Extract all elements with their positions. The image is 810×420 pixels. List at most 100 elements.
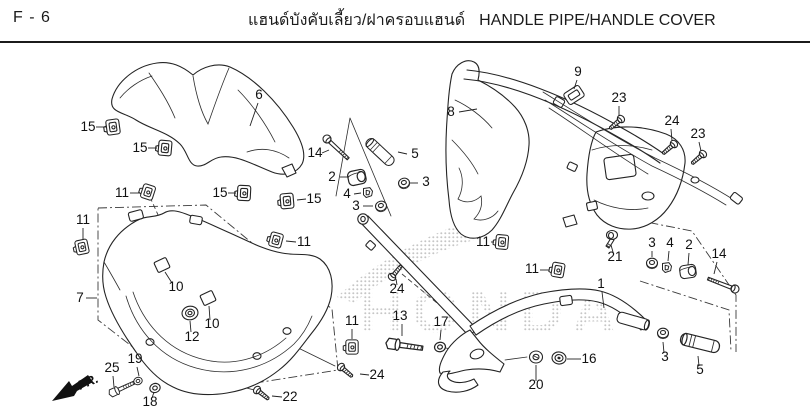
clip-part11-c [265, 230, 285, 250]
part-label-11: 11 [115, 185, 129, 200]
part-label-11: 11 [297, 234, 311, 249]
part-label-5: 5 [411, 146, 419, 161]
clip-part11-f [342, 339, 359, 355]
leader-line-part-14 [321, 149, 330, 154]
square-hole-part10-a [153, 257, 171, 273]
fr-arrow-icon [52, 375, 93, 401]
leader-line-part-24 [359, 373, 370, 376]
clip-part15-b [154, 139, 173, 157]
page-title-english: HANDLE PIPE/HANDLE COVER [479, 12, 716, 29]
part-label-24: 24 [664, 113, 680, 128]
part-label-3: 3 [422, 174, 430, 189]
part-label-19: 19 [127, 351, 142, 366]
group-box-right-lower [639, 280, 732, 352]
leader-line-part-3 [662, 341, 665, 354]
screw-part22 [251, 384, 272, 403]
part-label-11: 11 [476, 234, 490, 249]
collar-part3-c [645, 257, 659, 270]
header-divider [0, 41, 810, 43]
part-label-12: 12 [184, 329, 199, 344]
page-title-thai: แฮนด์บังคับเลี้ยว/ฝาครอบแฮนด์ [248, 12, 466, 29]
leader-line-part-9 [573, 79, 578, 90]
screw-part24-c [335, 361, 356, 381]
damper-part2-a [346, 168, 368, 187]
part-label-4: 4 [343, 186, 351, 201]
cable-harness [542, 91, 743, 206]
clip-part11-b [71, 238, 91, 257]
cap-nut-part16 [551, 351, 567, 365]
part-label-15: 15 [212, 185, 227, 200]
part-label-11: 11 [345, 313, 359, 328]
leader-line-part-6 [249, 102, 259, 127]
leader-line-part-4 [353, 192, 362, 195]
square-hole-part10-b [199, 290, 217, 306]
part-label-10: 10 [168, 279, 183, 294]
part-label-4: 4 [666, 235, 674, 250]
part-label-25: 25 [104, 360, 119, 375]
clip-part15-d [276, 192, 295, 210]
part-label-7: 7 [76, 290, 84, 305]
rear-handle-cover-part8 [445, 60, 686, 239]
part-label-3: 3 [661, 349, 669, 364]
part-label-23: 23 [690, 126, 705, 141]
part-label-8: 8 [447, 104, 455, 119]
part-label-14: 14 [307, 145, 323, 160]
leader-line-part-14 [713, 261, 718, 275]
fr-direction-indicator: FR. [52, 371, 100, 401]
part-label-22: 22 [282, 389, 297, 404]
part-label-23: 23 [611, 90, 626, 105]
part-label-15: 15 [306, 191, 321, 206]
part-label-5: 5 [696, 362, 704, 377]
clip-part15-c [233, 184, 252, 202]
part-label-16: 16 [581, 351, 596, 366]
fr-label: FR. [75, 371, 100, 393]
part-label-14: 14 [711, 246, 727, 261]
clip-part11-a [136, 182, 157, 202]
group-bracket-lines [335, 117, 392, 217]
clamp-part4-b [662, 262, 672, 273]
collar-part3-d [656, 327, 670, 340]
screw-24-dash-leader [401, 273, 467, 328]
lower-handle-cover-part7 [102, 209, 333, 396]
clip-part11-d [492, 233, 510, 251]
grommet-part12 [181, 305, 199, 321]
leader-line-part-12 [189, 320, 192, 333]
bolt-part25 [106, 378, 137, 399]
collar-part3-a [373, 199, 389, 214]
leader-line-part-24 [395, 278, 398, 286]
group-box-handle-cover [97, 204, 339, 394]
damper-part2-b [678, 263, 698, 280]
part-label-17: 17 [433, 314, 448, 329]
group-box-right-upper [615, 215, 737, 352]
screw-part23-b [688, 148, 709, 168]
part-label-15: 15 [80, 119, 95, 134]
leader-line-part-23 [698, 141, 702, 152]
part-label-21: 21 [607, 249, 622, 264]
part-label-3: 3 [352, 198, 360, 213]
leader-line-part-21 [610, 244, 614, 253]
screw-part21 [605, 229, 619, 249]
part-label-24: 24 [389, 281, 405, 296]
leader-line-part-19 [136, 366, 140, 377]
leader-line-part-25 [112, 375, 115, 388]
part-label-11: 11 [525, 261, 539, 276]
part-label-18: 18 [142, 394, 157, 409]
bolt-part14-b [705, 274, 741, 295]
leader-line-part-5 [697, 355, 700, 367]
leader-line-part-15 [296, 198, 307, 201]
weight-part5-b [678, 331, 722, 355]
washer-part18 [147, 381, 163, 395]
leader-line-part-24 [670, 128, 673, 142]
upper-handle-cover-part6 [111, 62, 305, 178]
clamp-part4-a [363, 187, 373, 198]
clip-part11-e [547, 260, 566, 279]
part-label-2: 2 [685, 237, 693, 252]
part-label-6: 6 [255, 87, 263, 102]
part-label-11: 11 [76, 212, 90, 227]
part-label-2: 2 [328, 169, 336, 184]
part-label-1: 1 [597, 276, 605, 291]
part-label-10: 10 [204, 316, 219, 331]
